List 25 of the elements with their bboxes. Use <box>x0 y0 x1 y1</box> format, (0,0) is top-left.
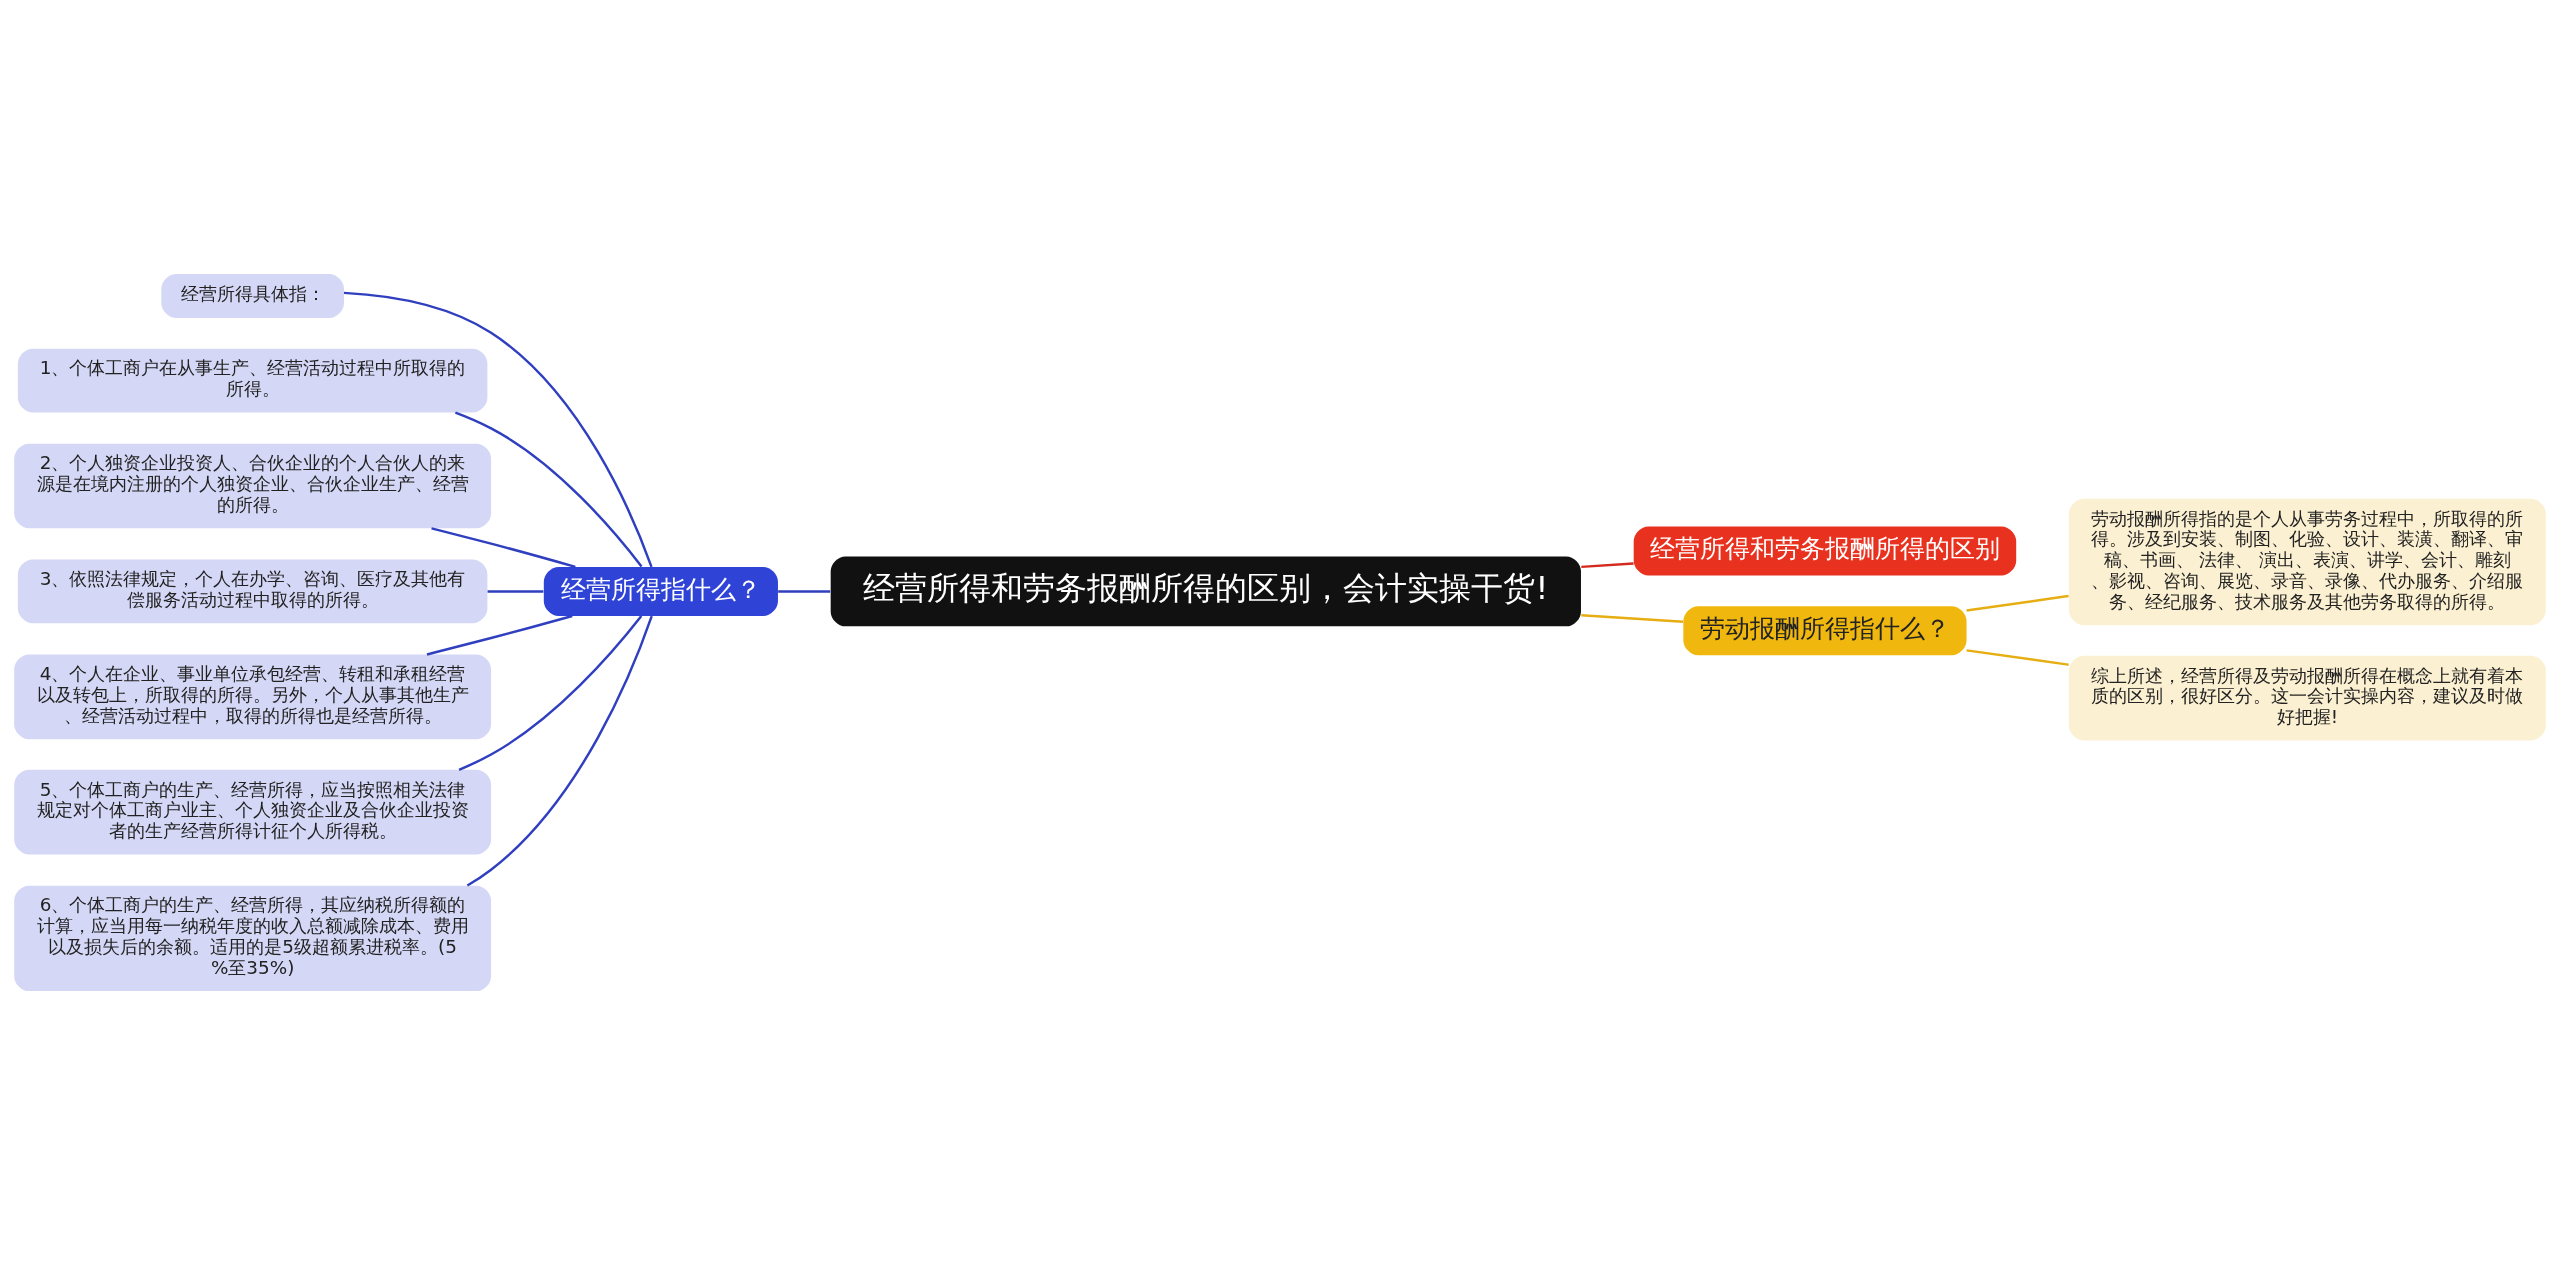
node-box: 2、个人独资企业投资人、合伙企业的个人合伙人的来源是在境内注册的个人独资企业、合伙企业生产、经营的所得。 <box>14 443 492 528</box>
node-box: 劳动报酬所得指的是个人从事劳务过程中，所取得的所得。涉及到安装、制图、化验、设计、装潢、翻译、审稿、书画、 法律、 演出、表演、讲学、会计、雕刻、影视、咨询、展览、录音、录像、代办服务、介绍服务、经纪服务、技术服务及其他劳务取得的所得。 <box>2068 498 2546 625</box>
connector <box>431 526 576 568</box>
connector <box>426 614 573 656</box>
connector <box>1966 594 2069 612</box>
node-box: 劳动报酬所得指什么？ <box>1683 605 1967 655</box>
connector <box>487 589 544 593</box>
node-box: 经营所得和劳务报酬所得的区别 <box>1633 525 2017 575</box>
node-box: 综上所述，经营所得及劳动报酬所得在概念上就有着本质的区别，很好区分。这一会计实操内容，建议及时做好把握! <box>2068 655 2546 740</box>
connector <box>1581 613 1684 623</box>
connector <box>343 291 653 567</box>
connector <box>458 614 643 771</box>
connector <box>466 615 653 887</box>
connector <box>1581 561 1634 568</box>
connector <box>778 589 831 593</box>
node-box: 5、个体工商户的生产、经营所得，应当按照相关法律规定对个体工商户业主、个人独资企业及合伙企业投资者的生产经营所得计征个人所得税。 <box>14 769 492 854</box>
node-box: 经营所得指什么？ <box>543 566 778 616</box>
node-box: 1、个体工商户在从事生产、经营活动过程中所取得的所得。 <box>17 348 488 412</box>
node-box: 经营所得和劳务报酬所得的区别，会计实操干货! <box>830 556 1581 626</box>
connector <box>1966 648 2069 666</box>
node-box: 经营所得具体指： <box>161 273 344 318</box>
node-box: 6、个体工商户的生产、经营所得，其应纳税所得额的计算，应当用每一纳税年度的收入总额减除成本、费用以及损失后的余额。适用的是5级超额累进税率。(5%至35%) <box>14 885 492 991</box>
node-box: 3、依照法律规定，个人在办学、咨询、医疗及其他有偿服务活动过程中取得的所得。 <box>17 559 488 623</box>
node-box: 4、个人在企业、事业单位承包经营、转租和承租经营以及转包上，所取得的所得。另外，个人从事其他生产、经营活动过程中，取得的所得也是经营所得。 <box>14 654 492 739</box>
connector <box>454 410 643 567</box>
